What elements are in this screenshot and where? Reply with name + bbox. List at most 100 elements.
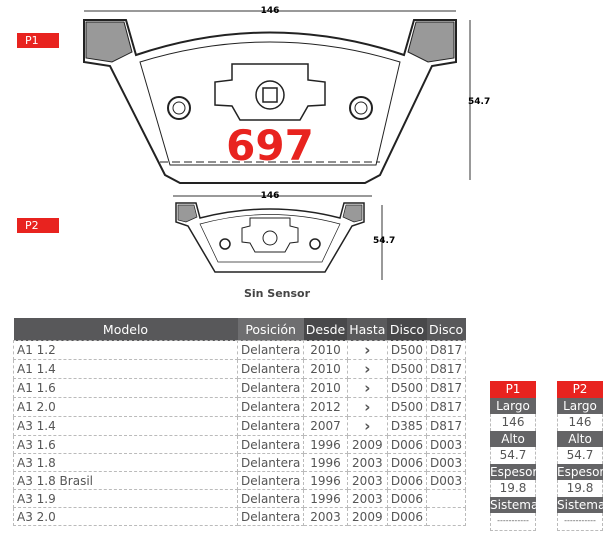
table-cell: A1 1.2 xyxy=(13,340,238,360)
table-cell: 1996 xyxy=(303,435,348,454)
table-cell: 1996 xyxy=(303,471,348,490)
table-cell: 2007 xyxy=(303,416,348,436)
spec-espesor-label: Espesor xyxy=(490,463,538,480)
spec-alto: 54.7 xyxy=(557,447,603,464)
table-cell: D003 xyxy=(426,471,467,490)
p1-height-dim: 54.7 xyxy=(468,97,490,107)
table-cell: D003 xyxy=(426,453,467,472)
applications-table: Modelo Posición Desde Hasta Disco Disco … xyxy=(13,318,467,526)
table-cell: D817 xyxy=(426,378,467,398)
spec-alto: 54.7 xyxy=(490,447,536,464)
table-cell: A3 1.8 xyxy=(13,453,238,472)
sensor-label: Sin Sensor xyxy=(244,287,311,300)
col-disco-1: Disco xyxy=(387,318,427,341)
spec-sistema: ----------- xyxy=(557,513,603,531)
col-disco-2: Disco xyxy=(426,318,466,341)
table-cell: A3 1.6 xyxy=(13,435,238,454)
table-cell: Delantera xyxy=(236,507,305,526)
spec-largo-label: Largo xyxy=(557,397,603,414)
table-cell: A3 2.0 xyxy=(13,507,238,526)
spec-alto-label: Alto xyxy=(557,430,603,447)
table-cell: Delantera xyxy=(236,397,305,417)
spec-title: P2 xyxy=(557,381,603,398)
table-cell: Delantera xyxy=(236,471,305,490)
table-cell xyxy=(426,507,467,526)
table-cell: D817 xyxy=(426,397,467,417)
table-cell: 2009 xyxy=(346,435,388,454)
table-cell xyxy=(426,489,467,508)
p2-tag: P2 xyxy=(17,218,59,233)
table-cell: Delantera xyxy=(236,416,305,436)
table-cell: Delantera xyxy=(236,378,305,398)
table-cell: Delantera xyxy=(236,359,305,379)
table-cell: 2003 xyxy=(346,453,388,472)
table-cell: 2012 xyxy=(303,397,348,417)
table-cell: A3 1.9 xyxy=(13,489,238,508)
part-number: 697 xyxy=(226,121,314,170)
table-cell: A1 1.4 xyxy=(13,359,238,379)
spec-largo: 146 xyxy=(490,414,536,431)
table-cell: Delantera xyxy=(236,435,305,454)
table-cell: D006 xyxy=(386,435,428,454)
spec-title: P1 xyxy=(490,381,536,398)
table-cell: D385 xyxy=(386,416,428,436)
table-cell: Delantera xyxy=(236,453,305,472)
spec-alto-label: Alto xyxy=(490,430,536,447)
table-cell: 2009 xyxy=(346,507,388,526)
table-cell: 2010 xyxy=(303,359,348,379)
pad-p2-drawing xyxy=(175,202,365,273)
spec-sistema: ----------- xyxy=(490,513,536,531)
table-cell: A1 2.0 xyxy=(13,397,238,417)
spec-largo: 146 xyxy=(557,414,603,431)
col-modelo: Modelo xyxy=(13,318,238,341)
spec-largo-label: Largo xyxy=(490,397,536,414)
table-cell: D500 xyxy=(386,359,428,379)
col-posicion: Posición xyxy=(237,318,304,341)
table-cell: 2003 xyxy=(346,471,388,490)
table-cell: Delantera xyxy=(236,340,305,360)
table-cell: 2003 xyxy=(346,489,388,508)
brake-pad-drawings: 697 146 54.7 146 54.7 Sin Sensor xyxy=(83,6,490,300)
table-cell: 2010 xyxy=(303,378,348,398)
table-cell: A1 1.6 xyxy=(13,378,238,398)
col-desde: Desde xyxy=(303,318,348,341)
table-cell: › xyxy=(346,378,388,398)
table-cell: › xyxy=(346,416,388,436)
table-cell: › xyxy=(346,359,388,379)
spec-espesor: 19.8 xyxy=(490,480,536,497)
table-cell: A3 1.4 xyxy=(13,416,238,436)
table-cell: D006 xyxy=(386,453,428,472)
table-cell: 1996 xyxy=(303,489,348,508)
col-hasta: Hasta xyxy=(347,318,388,341)
spec-espesor-label: Espesor xyxy=(557,463,605,480)
p1-tag: P1 xyxy=(17,33,59,48)
table-cell: › xyxy=(346,397,388,417)
table-cell: 2010 xyxy=(303,340,348,360)
table-cell: D006 xyxy=(386,471,428,490)
table-cell: D817 xyxy=(426,416,467,436)
table-cell: D006 xyxy=(386,489,428,508)
table-cell: D500 xyxy=(386,397,428,417)
table-cell: › xyxy=(346,340,388,360)
p1-width-dim: 146 xyxy=(261,6,280,16)
table-cell: D006 xyxy=(386,507,428,526)
spec-espesor: 19.8 xyxy=(557,480,603,497)
p2-height-dim: 54.7 xyxy=(373,236,395,246)
pad-p1-drawing xyxy=(83,19,457,184)
p2-width-dim: 146 xyxy=(261,191,280,201)
table-cell: D003 xyxy=(426,435,467,454)
table-cell: D817 xyxy=(426,359,467,379)
table-cell: D817 xyxy=(426,340,467,360)
